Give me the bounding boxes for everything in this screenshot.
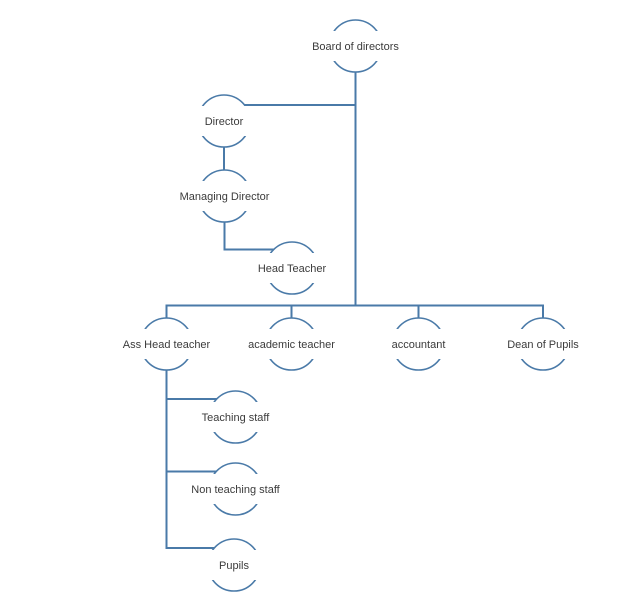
node-non-teaching-staff[interactable]: Non teaching staff — [191, 462, 281, 516]
node-label-band — [203, 550, 265, 580]
node-label-band — [204, 402, 267, 432]
node-accountant[interactable]: accountant — [387, 317, 450, 371]
node-label: Managing Director — [180, 191, 270, 203]
node-managing-director[interactable]: Managing Director — [180, 169, 270, 223]
node-dean-of-pupils[interactable]: Dean of Pupils — [507, 317, 579, 371]
node-label: Teaching staff — [202, 412, 271, 424]
node-academic-teacher[interactable]: academic teacher — [248, 317, 335, 371]
node-label: Dean of Pupils — [507, 339, 579, 351]
node-label-band — [261, 253, 323, 283]
node-label: Ass Head teacher — [123, 339, 211, 351]
node-label-band — [260, 329, 323, 359]
node-label: Director — [205, 116, 244, 128]
node-head-teacher[interactable]: Head Teacher — [258, 241, 327, 295]
node-label-band — [387, 329, 450, 359]
connector-row-line — [165, 304, 544, 319]
node-ass-head-teacher[interactable]: Ass Head teacher — [123, 317, 211, 371]
connectors — [165, 72, 544, 549]
node-label-band — [204, 474, 267, 504]
node-label: accountant — [392, 339, 446, 351]
node-director[interactable]: Director — [193, 94, 255, 148]
node-label-band — [512, 329, 574, 359]
node-board-of-directors[interactable]: Board of directors — [312, 19, 399, 73]
connector-managing-head — [223, 222, 274, 251]
node-label: Non teaching staff — [191, 484, 280, 496]
node-label-band — [324, 31, 387, 61]
node-label-band — [193, 181, 256, 211]
connector-asshead-branch — [165, 370, 215, 549]
node-label: Board of directors — [312, 41, 399, 53]
node-label: Head Teacher — [258, 263, 327, 275]
node-label-band — [135, 329, 198, 359]
node-teaching-staff[interactable]: Teaching staff — [202, 390, 271, 444]
node-label: Pupils — [219, 560, 249, 572]
node-label: academic teacher — [248, 339, 335, 351]
node-label-band — [193, 106, 255, 136]
node-pupils[interactable]: Pupils — [203, 538, 265, 592]
